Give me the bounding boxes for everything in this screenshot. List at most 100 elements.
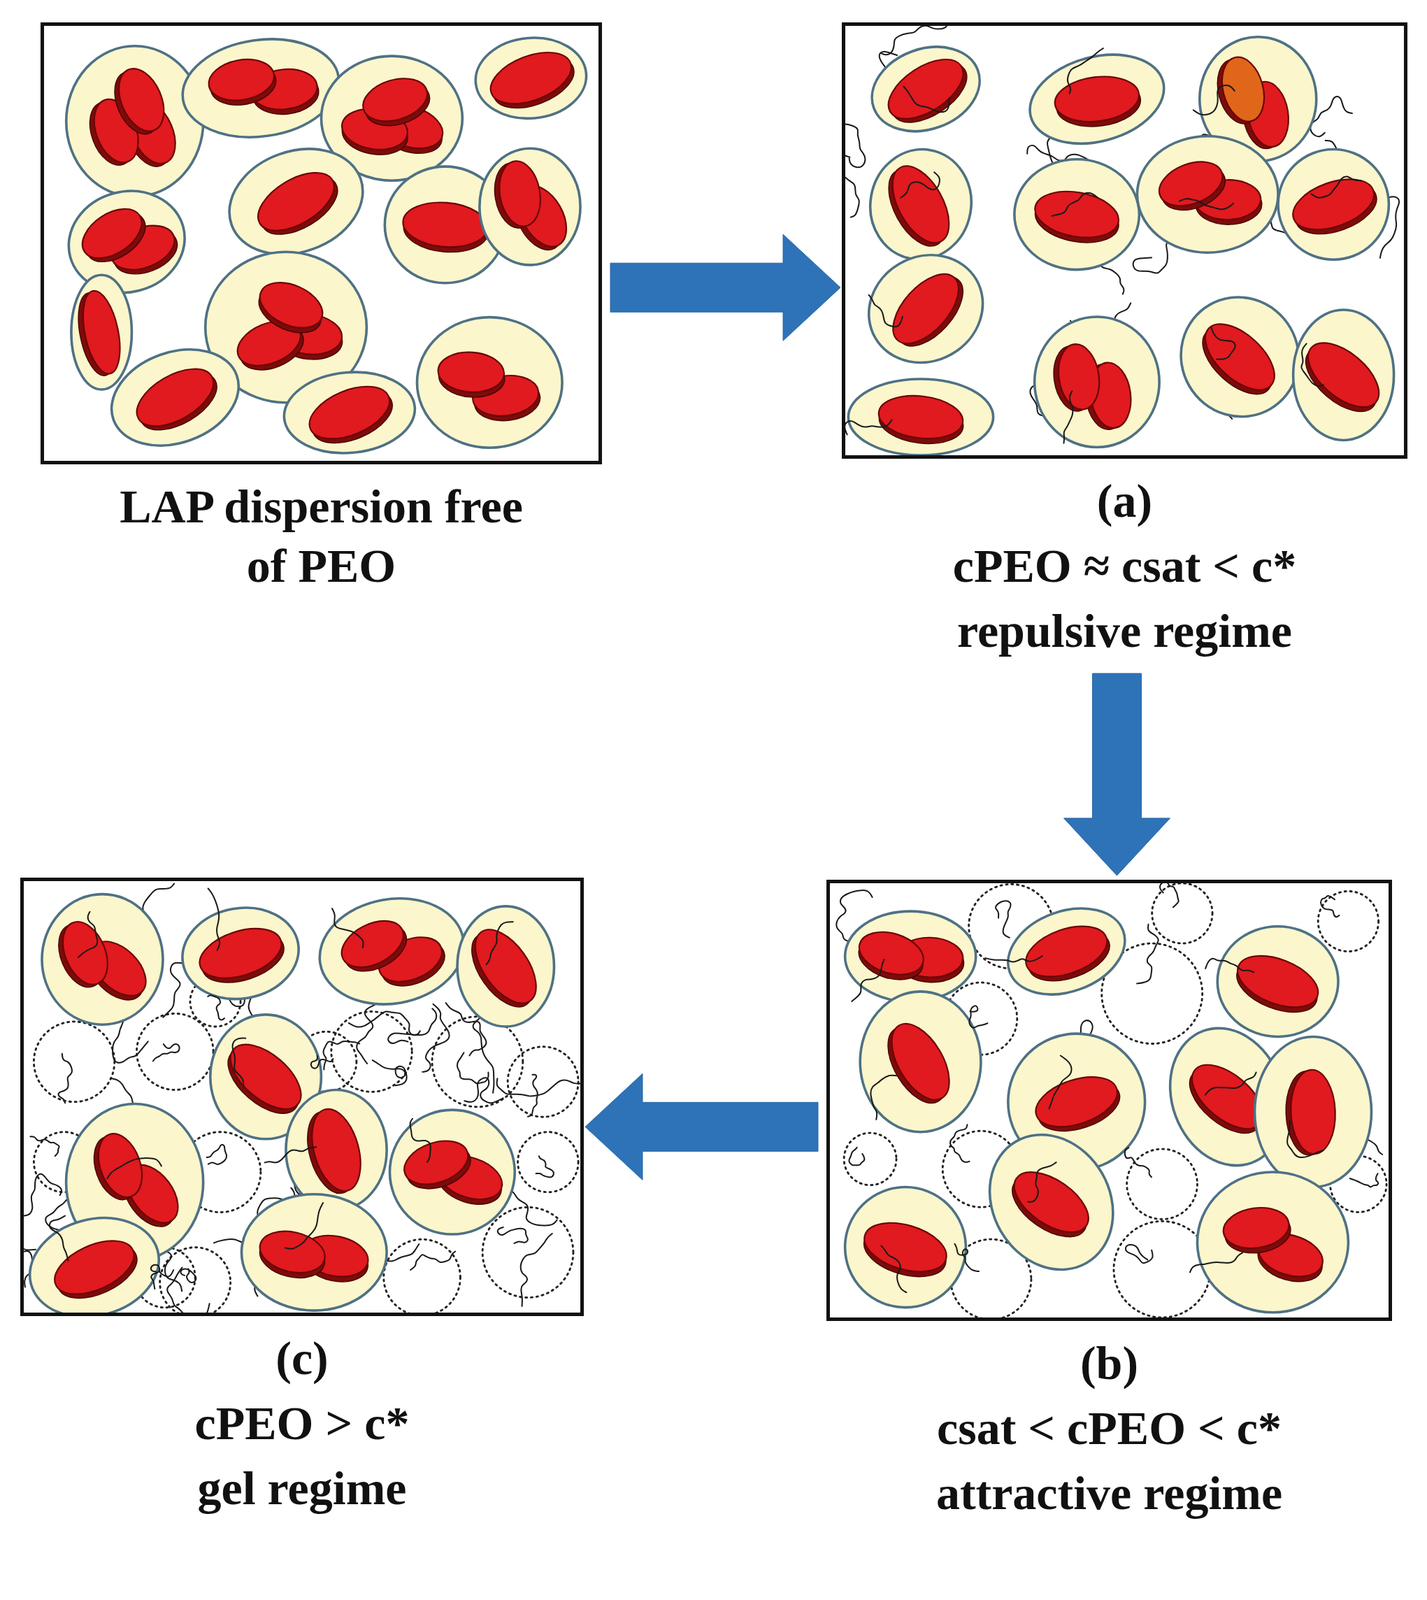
laponite-disk <box>1190 311 1288 406</box>
laponite-disk <box>398 1132 477 1197</box>
peo-chain <box>1287 1120 1323 1158</box>
peo-chain <box>153 1043 179 1061</box>
laponite-disk <box>880 262 975 359</box>
panel-illustration <box>44 25 599 461</box>
laponite-disk <box>298 1103 370 1199</box>
clay-halo <box>1217 926 1339 1037</box>
peo-chain <box>995 900 1011 938</box>
clay-halo <box>41 894 163 1025</box>
peo-chain <box>1136 924 1159 984</box>
clay-halo <box>1014 159 1140 270</box>
panel-caption: repulsive regime <box>841 601 1408 661</box>
laponite-disk <box>1284 1069 1337 1157</box>
peo-chain <box>348 1010 421 1035</box>
peo-chain <box>180 1268 196 1283</box>
process-arrow <box>610 234 841 341</box>
peo-chain <box>536 1155 554 1177</box>
peo-coil <box>383 1238 461 1313</box>
peo-chain <box>1063 390 1073 443</box>
laponite-disk <box>1019 915 1117 991</box>
peo-coil <box>1127 1148 1198 1219</box>
peo-chain <box>106 1157 162 1179</box>
laponite-disk <box>1001 1159 1100 1249</box>
laponite-disk <box>205 53 280 110</box>
peo-chain <box>845 153 860 217</box>
clay-halo <box>311 887 473 1016</box>
laponite-disk <box>1293 330 1391 423</box>
laponite-disk <box>251 273 331 342</box>
clay-halo <box>57 178 197 306</box>
laponite-disk <box>1049 341 1104 414</box>
clay-halo <box>174 898 306 1008</box>
clay-halo <box>1136 136 1279 253</box>
laponite-disk <box>334 911 415 981</box>
peo-chain <box>78 911 98 958</box>
clay-halo <box>241 1194 387 1311</box>
peo-chain <box>167 1267 210 1313</box>
peo-chain <box>869 295 903 328</box>
laponite-disk <box>876 391 967 449</box>
peo-chain <box>285 1202 324 1249</box>
peo-chain <box>848 1147 865 1166</box>
peo-chain <box>1067 48 1104 94</box>
peo-chain <box>1125 1244 1153 1263</box>
laponite-disk <box>85 1127 151 1206</box>
peo-coil <box>1113 1220 1211 1318</box>
peo-coil <box>137 1013 214 1090</box>
laponite-disk <box>852 924 930 987</box>
peo-chain <box>1350 1173 1379 1187</box>
clay-halo <box>176 29 346 147</box>
clay-halo <box>416 317 563 449</box>
peo-chain <box>1311 176 1362 198</box>
peo-chain <box>264 1146 317 1163</box>
regime-panel: LAP dispersion free of PEO <box>40 22 602 596</box>
peo-chain <box>497 1227 528 1244</box>
laponite-disk <box>875 1013 962 1113</box>
clay-halo <box>1034 316 1160 447</box>
laponite-disk <box>1210 52 1271 129</box>
peo-chain <box>1051 192 1097 217</box>
clay-halo <box>479 148 581 265</box>
laponite-disk <box>302 375 400 454</box>
clay-halo <box>1255 1036 1372 1187</box>
panel-caption: (c) <box>20 1328 584 1388</box>
peo-chain <box>954 1243 979 1272</box>
clay-halo <box>285 1089 387 1210</box>
panel-frame <box>20 877 584 1316</box>
clay-halo <box>965 1112 1137 1293</box>
panel-caption: cPEO ≈ csat < c* <box>841 536 1408 596</box>
laponite-disk <box>105 61 174 141</box>
peo-chain <box>1027 1162 1056 1202</box>
process-arrow <box>1064 673 1171 876</box>
peo-chain <box>851 959 884 1002</box>
peo-chain <box>900 171 940 198</box>
peo-chain <box>1210 327 1235 360</box>
peo-coil <box>1152 883 1213 944</box>
peo-chain <box>332 908 364 948</box>
peo-coil <box>843 1132 897 1186</box>
laponite-disk <box>72 287 127 379</box>
peo-chain <box>520 1233 553 1307</box>
peo-chain <box>1179 198 1234 210</box>
process-arrow <box>585 1073 819 1180</box>
clay-halo <box>1278 148 1389 260</box>
peo-chain <box>323 1041 361 1070</box>
laponite-disk <box>357 70 435 133</box>
laponite-disk <box>49 915 117 995</box>
peo-chain <box>845 420 893 435</box>
peo-chain <box>410 1251 456 1270</box>
peo-chain <box>527 1074 538 1117</box>
laponite-disk <box>1029 1066 1126 1141</box>
clay-halo <box>859 32 992 146</box>
peo-chain <box>30 1136 59 1156</box>
peo-chain <box>1320 895 1339 917</box>
panel-caption: csat < cPEO < c* <box>826 1398 1393 1458</box>
peo-chain <box>1205 1072 1257 1095</box>
panel-frame <box>841 22 1408 459</box>
peo-chain <box>1124 1147 1152 1177</box>
laponite-disk <box>857 1213 953 1286</box>
peo-chain <box>151 1264 160 1289</box>
laponite-disk <box>127 356 226 442</box>
panel-caption: attractive regime <box>826 1463 1393 1523</box>
laponite-disk <box>248 160 347 247</box>
